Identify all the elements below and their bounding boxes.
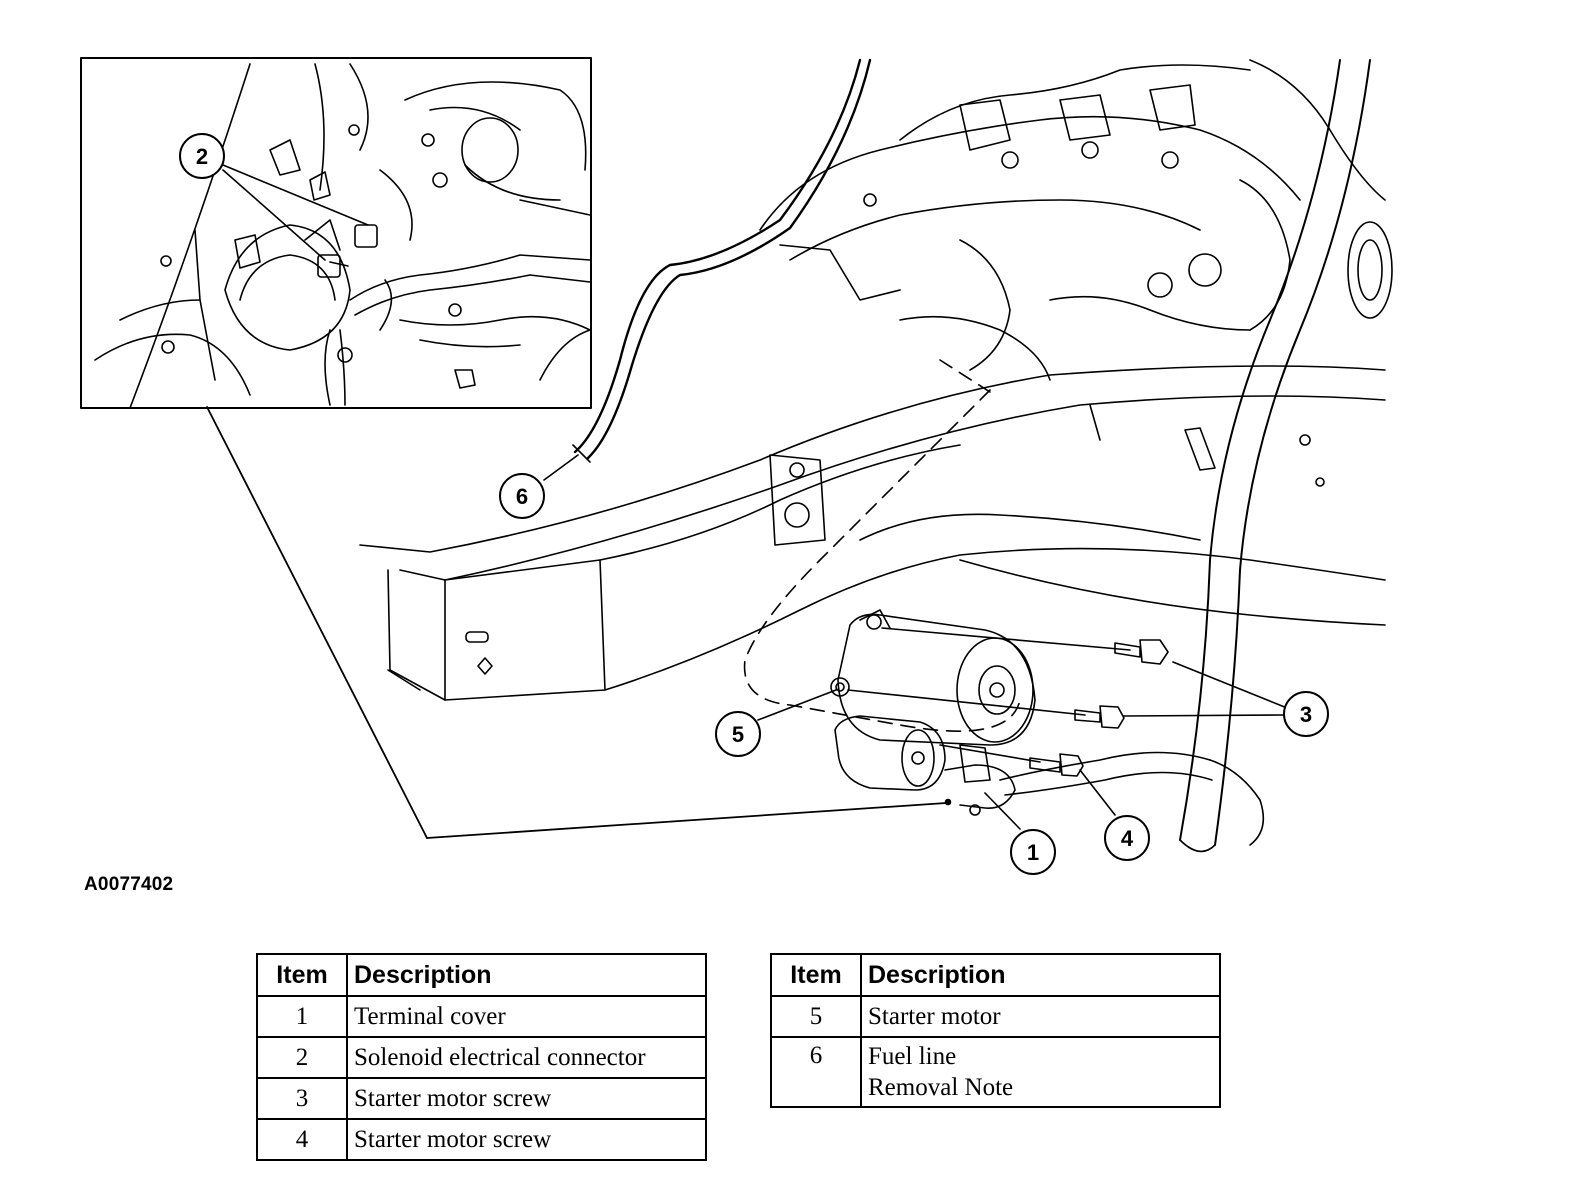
item-description: Starter motor screw	[346, 1118, 707, 1161]
item-description: Starter motor	[860, 995, 1221, 1038]
callout-1: 1	[1010, 829, 1056, 875]
table-row: 5 Starter motor	[770, 995, 1221, 1038]
table-row: 2 Solenoid electrical connector	[256, 1036, 707, 1079]
column-header-description: Description	[860, 953, 1221, 997]
svg-text:2: 2	[196, 144, 208, 169]
callout-leaders	[222, 164, 1288, 830]
item-description: Starter motor screw	[346, 1077, 707, 1120]
callout-6: 6	[499, 473, 545, 519]
starter-motor-drawing	[830, 609, 1169, 816]
table-row: 3 Starter motor screw	[256, 1077, 707, 1120]
table-row: 4 Starter motor screw	[256, 1118, 707, 1161]
figure-id: A0077402	[84, 874, 174, 895]
item-description: Terminal cover	[346, 995, 707, 1038]
callout-3: 3	[1283, 691, 1329, 737]
legend-table-right: Item Description 5 Starter motor 6 Fuel …	[770, 953, 1221, 1108]
callout-5: 5	[715, 711, 761, 757]
callout-2: 2	[179, 133, 225, 179]
item-number: 1	[256, 995, 348, 1038]
column-header-description: Description	[346, 953, 707, 997]
item-number: 2	[256, 1036, 348, 1079]
starter-motor-diagram: 2 6 5 3 4 1	[80, 57, 1393, 875]
callout-4: 4	[1104, 815, 1150, 861]
removal-note-link[interactable]: Removal Note	[868, 1074, 1014, 1101]
legend-header-row: Item Description	[256, 953, 707, 997]
column-header-item: Item	[770, 953, 862, 997]
svg-text:6: 6	[516, 484, 528, 509]
item-number: 6	[770, 1036, 862, 1108]
svg-text:5: 5	[732, 722, 744, 747]
legend-header-row: Item Description	[770, 953, 1221, 997]
svg-text:4: 4	[1121, 826, 1134, 851]
table-row: 6 Fuel line Removal Note	[770, 1036, 1221, 1108]
svg-text:3: 3	[1300, 702, 1312, 727]
engine-assembly-view	[359, 58, 1393, 853]
item-number: 5	[770, 995, 862, 1038]
table-row: 1 Terminal cover	[256, 995, 707, 1038]
item-number: 3	[256, 1077, 348, 1120]
item-description-line-1: Fuel line	[868, 1043, 957, 1070]
item-description: Fuel line Removal Note	[860, 1036, 1221, 1108]
item-description: Solenoid electrical connector	[346, 1036, 707, 1079]
svg-text:1: 1	[1027, 840, 1039, 865]
item-number: 4	[256, 1118, 348, 1161]
column-header-item: Item	[256, 953, 348, 997]
legend-table-left: Item Description 1 Terminal cover 2 Sole…	[256, 953, 707, 1161]
inset-detail-view	[80, 57, 952, 839]
